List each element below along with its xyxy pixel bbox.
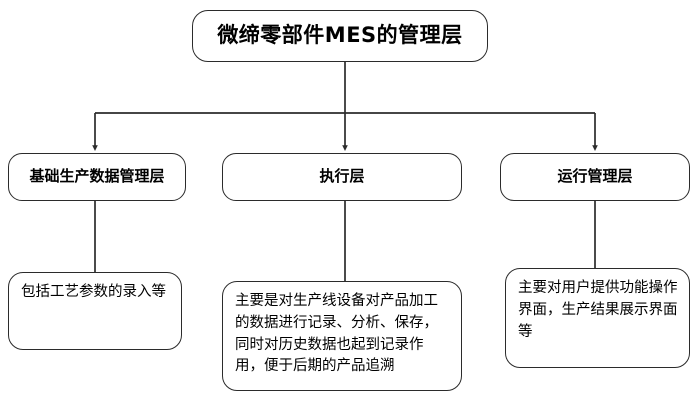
tier-label-operation: 运行管理层	[557, 167, 633, 186]
tier-node-basic-data: 基础生产数据管理层	[8, 153, 186, 201]
description-text-operation: 主要对用户提供功能操作界面，生产结果展示界面等	[518, 280, 678, 340]
description-node-operation: 主要对用户提供功能操作界面，生产结果展示界面等	[505, 268, 690, 368]
diagram-title-label: 微缔零部件MES的管理层	[217, 23, 463, 48]
tier-label-execution: 执行层	[319, 167, 365, 186]
description-node-basic-data: 包括工艺参数的录入等	[8, 272, 182, 350]
tier-label-basic-data: 基础生产数据管理层	[29, 167, 165, 186]
diagram-title-node: 微缔零部件MES的管理层	[192, 10, 488, 62]
tier-node-execution: 执行层	[222, 153, 462, 201]
description-text-execution: 主要是对生产线设备对产品加工的数据进行记录、分析、保存，同时对历史数据也起到记录…	[235, 293, 438, 375]
tier-node-operation: 运行管理层	[500, 153, 690, 201]
description-text-basic-data: 包括工艺参数的录入等	[21, 284, 166, 300]
description-node-execution: 主要是对生产线设备对产品加工的数据进行记录、分析、保存，同时对历史数据也起到记录…	[222, 281, 462, 391]
